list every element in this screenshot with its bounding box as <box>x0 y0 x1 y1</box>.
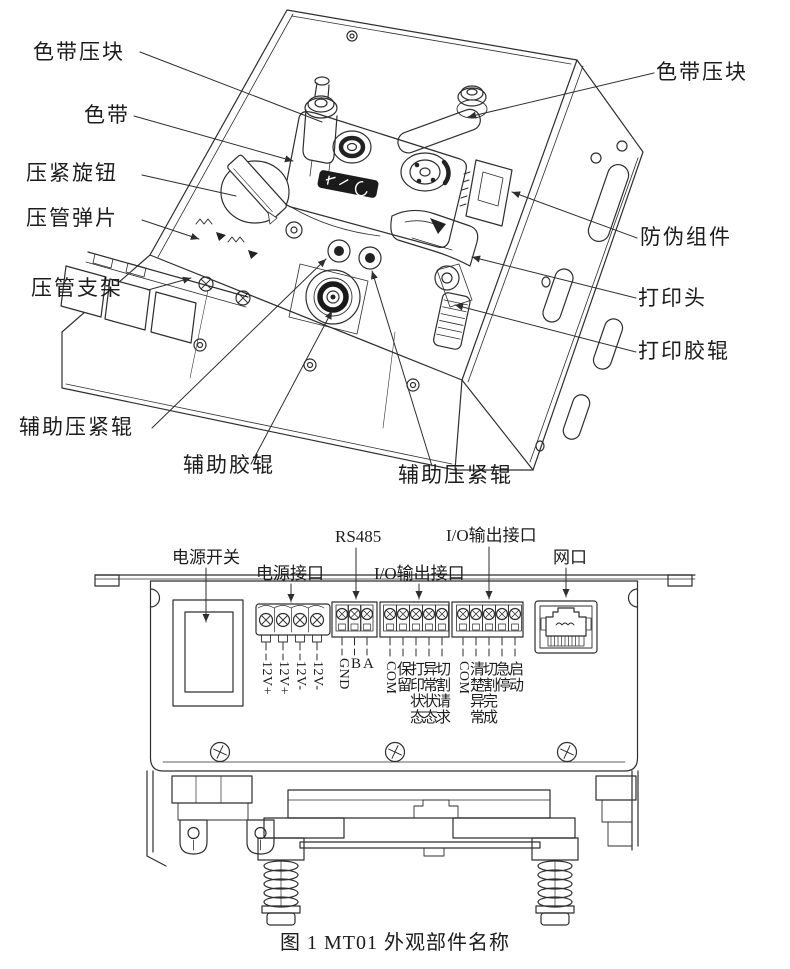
pin-io2-clear-error: 清楚异常 <box>468 661 484 725</box>
pin-dash-lines <box>265 637 516 661</box>
pin-io1-error-status: 异常状态 <box>421 661 437 725</box>
label-aux-press-roller-left: 辅助压紧辊 <box>19 415 134 439</box>
mounting-plate <box>461 59 644 471</box>
label-print-head: 打印头 <box>638 286 707 310</box>
label-tube-press-bracket: 压管支架 <box>31 276 123 300</box>
pin-12v-plus-2: 12V+ <box>276 661 291 696</box>
spring-foot-left <box>261 859 301 926</box>
panel-screws <box>209 741 578 763</box>
power-switch-drawing <box>172 599 244 707</box>
rear-panel-drawing <box>94 546 696 926</box>
label-ribbon: 色带 <box>84 103 130 127</box>
power-terminal-drawing <box>255 603 331 643</box>
ribbon-press-post-left <box>302 76 338 180</box>
printhead-drawing <box>390 209 479 267</box>
label-anti-counterfeit: 防伪组件 <box>640 225 732 249</box>
label-aux-rubber-roller: 辅助胶辊 <box>183 453 275 477</box>
panel-leader-lines <box>202 546 570 623</box>
label-power-port: 电源接口 <box>256 564 324 583</box>
label-tube-press-spring: 压管弹片 <box>26 206 118 230</box>
rs485-terminal-drawing <box>331 601 378 638</box>
pin-12v-plus-1: 12V+ <box>259 661 274 696</box>
pin-gnd: GND <box>336 658 351 690</box>
pin-b: B <box>351 656 362 672</box>
pin-io1-cut-request: 切割请求 <box>434 661 450 725</box>
pin-io1-print-status: 打印状态 <box>408 661 424 725</box>
label-io-port-1: I/O输出接口 <box>374 564 465 583</box>
io1-terminal-drawing <box>379 601 450 638</box>
pin-12v-minus-1: 12V- <box>293 661 308 691</box>
printer-isometric-drawing <box>60 9 655 471</box>
ethernet-jack-drawing <box>534 600 598 654</box>
label-power-switch: 电源开关 <box>172 548 240 567</box>
label-rs485: RS485 <box>335 527 382 546</box>
label-ribbon-press-block-right: 色带压块 <box>656 60 748 84</box>
pin-a: A <box>363 656 374 672</box>
pin-io2-start: 启动 <box>507 661 523 693</box>
press-knob-drawing <box>220 154 290 225</box>
pin-12v-minus-2: 12V- <box>310 661 325 691</box>
anti-counterfeit-drawing <box>459 159 513 227</box>
top-leader-lines <box>133 51 655 467</box>
label-ethernet-port: 网口 <box>553 548 587 567</box>
pin-io2-cut-done: 切割完成 <box>481 661 497 725</box>
pin-io1-reserved: 保留 <box>395 661 411 693</box>
label-aux-press-roller-right: 辅助压紧辊 <box>398 463 513 487</box>
tube-bracket-drawing <box>60 218 258 344</box>
label-io-port-2: I/O输出接口 <box>446 526 537 545</box>
label-print-rubber-roller: 打印胶辊 <box>638 339 730 363</box>
spring-foot-right <box>535 859 575 926</box>
ribbon-press-lever-right <box>397 85 488 154</box>
label-ribbon-press-block-left: 色带压块 <box>33 40 125 64</box>
io2-terminal-drawing <box>451 601 524 638</box>
label-press-knob: 压紧旋钮 <box>26 161 118 185</box>
pin-io2-estop: 急停 <box>494 661 510 693</box>
rollers-drawing <box>285 221 473 350</box>
figure-caption: 图 1 MT01 外观部件名称 <box>280 932 510 954</box>
ribbon-cartridge-sticker <box>317 170 379 198</box>
mounting-base-drawing <box>146 770 639 926</box>
